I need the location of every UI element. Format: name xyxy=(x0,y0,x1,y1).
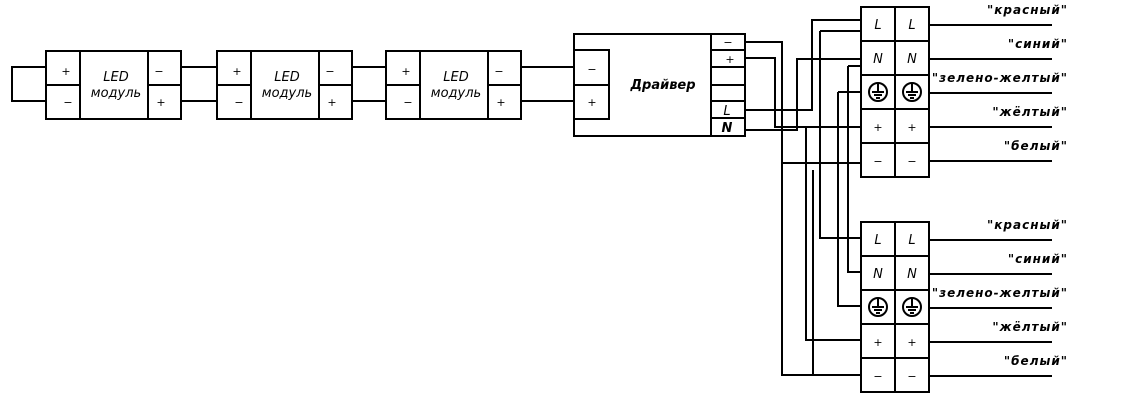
wire-color-label: "белый" xyxy=(1004,139,1068,153)
driver-input-plus: + xyxy=(587,96,596,109)
terminal-label: − xyxy=(907,370,916,383)
terminal-label: N xyxy=(907,267,917,282)
ground-icon xyxy=(902,82,922,102)
terminal-block-1: L L "красный" N N "синий" "зелено-желтый" + + "жё… xyxy=(860,3,1068,178)
wire-color-label: "красный" xyxy=(987,218,1068,232)
terminal-label: + xyxy=(156,96,165,109)
wire-n xyxy=(745,58,861,273)
terminal-label: − xyxy=(494,65,503,78)
terminal-label: L xyxy=(908,233,915,248)
terminal-label: − xyxy=(234,96,243,109)
terminal-label: − xyxy=(873,370,882,383)
wire-color-label: "синий" xyxy=(1008,252,1068,266)
module-title: LED xyxy=(274,70,299,85)
driver: − + Драйвер − + L N xyxy=(573,33,746,137)
wire-color-label: "синий" xyxy=(1008,37,1068,51)
terminal-label: N xyxy=(907,52,917,67)
terminal-label: + xyxy=(327,96,336,109)
terminal-label: + xyxy=(401,65,410,78)
wire-color-label: "жёлтый" xyxy=(992,320,1068,334)
led-module-2: + − LED модуль − + xyxy=(216,50,353,120)
driver-title: Драйвер xyxy=(629,78,695,93)
terminal-label: − xyxy=(154,65,163,78)
ground-icon xyxy=(868,297,888,317)
driver-out-n: N xyxy=(722,121,733,136)
wire-color-label: "зелено-желтый" xyxy=(932,286,1068,300)
terminal-label: − xyxy=(873,155,882,168)
wire-color-label: "зелено-желтый" xyxy=(932,71,1068,85)
terminal-label: L xyxy=(874,18,881,33)
led-module-3: + − LED модуль − + xyxy=(385,50,522,120)
wire-color-label: "красный" xyxy=(987,3,1068,17)
terminal-label: + xyxy=(873,336,882,349)
terminal-label: − xyxy=(907,155,916,168)
wire-minus xyxy=(745,41,861,376)
ground-icon xyxy=(902,297,922,317)
loop-wire xyxy=(11,66,46,102)
terminal-label: + xyxy=(496,96,505,109)
ground-icon xyxy=(868,82,888,102)
wire-color-label: "жёлтый" xyxy=(992,105,1068,119)
module-subtitle: модуль xyxy=(91,86,141,101)
terminal-label: + xyxy=(61,65,70,78)
terminal-label: L xyxy=(908,18,915,33)
driver-out-minus: − xyxy=(723,36,732,49)
wire-bundle xyxy=(745,19,861,376)
driver-out-plus: + xyxy=(725,53,734,66)
terminal-block-2: L L "красный" N N "синий" "зелено-желтый" + + "жё… xyxy=(860,218,1068,393)
terminal-label: + xyxy=(907,336,916,349)
terminal-label: − xyxy=(63,96,72,109)
module-title: LED xyxy=(443,70,468,85)
wire xyxy=(181,66,574,102)
wire-plus xyxy=(745,57,861,341)
module-subtitle: модуль xyxy=(431,86,481,101)
wire-color-label: "белый" xyxy=(1004,354,1068,368)
driver-input-minus: − xyxy=(587,63,596,76)
terminal-label: + xyxy=(232,65,241,78)
driver-out-l: L xyxy=(723,104,730,119)
terminal-label: − xyxy=(403,96,412,109)
terminal-label: N xyxy=(873,52,883,67)
terminal-label: − xyxy=(325,65,334,78)
module-subtitle: модуль xyxy=(262,86,312,101)
terminal-label: L xyxy=(874,233,881,248)
terminal-label: N xyxy=(873,267,883,282)
wire-ground xyxy=(837,91,861,307)
terminal-label: + xyxy=(873,121,882,134)
terminal-label: + xyxy=(907,121,916,134)
module-title: LED xyxy=(103,70,128,85)
led-module-1: + − LED модуль − + xyxy=(45,50,182,120)
